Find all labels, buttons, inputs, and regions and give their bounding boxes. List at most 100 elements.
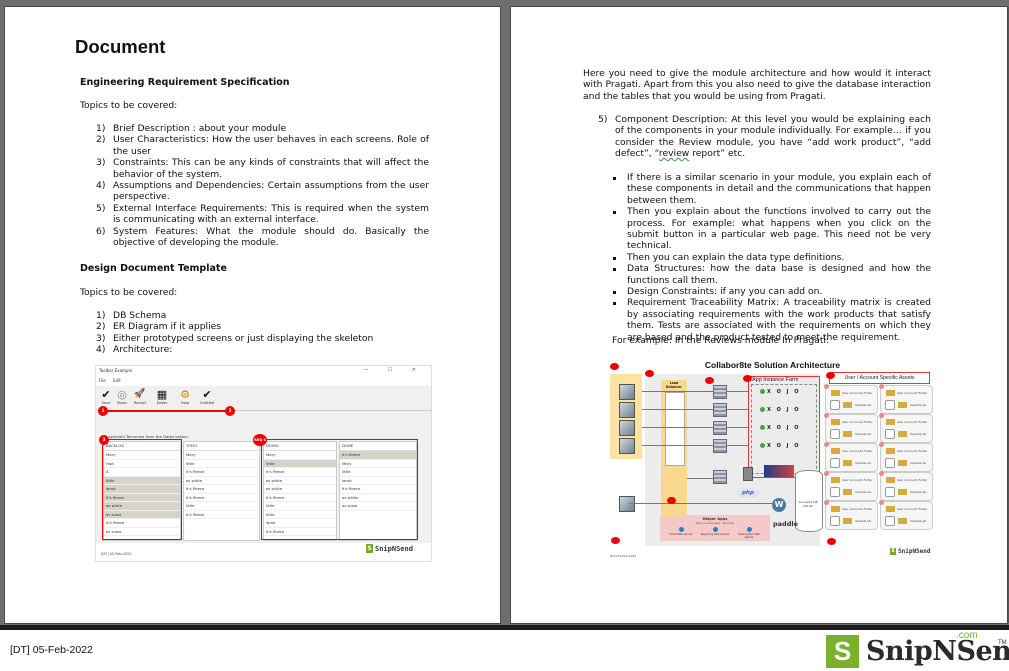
list-item: 1)DB Schema <box>96 310 167 321</box>
annotation-line <box>106 410 231 412</box>
list-item: 4)Architecture: <box>96 344 173 356</box>
req-badge <box>743 375 752 382</box>
server-icon <box>743 467 753 481</box>
xojo-instance: X O J O <box>760 425 800 431</box>
bullet-item: Data Structures: how the data base is de… <box>612 263 931 286</box>
embedded-toolbar-screenshot: Toolbar Example — ☐ ✕ File Edit ✔Save ◎M… <box>95 365 432 562</box>
logo-s-square: S <box>826 635 859 668</box>
database-cylinder-icon <box>795 470 823 532</box>
diagram-title: Collabor8te Solution Architecture <box>704 360 841 370</box>
req-badge <box>667 497 676 504</box>
component-list: 5)Component Description: At this level y… <box>598 114 931 160</box>
snipnsend-mini-logo: S SnipNSend <box>366 544 413 553</box>
video-thumbnail <box>764 465 794 477</box>
web-service-icon <box>712 527 718 532</box>
menu-edit: Edit <box>112 378 121 383</box>
firewall-icon <box>713 421 727 435</box>
scrollbar[interactable] <box>1006 7 1009 623</box>
rocket-icon: 🚀 <box>134 389 146 399</box>
req-badge <box>705 377 714 384</box>
design-intro: Topics to be covered: <box>80 287 178 298</box>
toolbar-save: ✔Save <box>97 388 115 405</box>
paddle-logo: paddle <box>773 520 798 528</box>
status-message: You selected Tomorrow from the Dates but… <box>101 434 190 439</box>
app-instance-farm <box>748 376 820 478</box>
list-item: 3)Either prototyped screens or just disp… <box>96 332 374 344</box>
bullet-item: If there is a similar scenario in your m… <box>612 172 931 206</box>
snipnsend-logo: S SnipNSend .com TM <box>826 630 1009 669</box>
checkmark-icon: ✔ <box>101 388 111 401</box>
web-service-icon <box>678 527 684 532</box>
help-icon: ⚙ <box>180 388 190 401</box>
bullet-item: Design Constraints: if any you can add o… <box>612 286 931 297</box>
list-item: 2)User Characteristics: How the user beh… <box>96 134 429 157</box>
req-badge <box>826 372 835 379</box>
annotation-badge-2: 2 <box>225 406 235 416</box>
menu-bar: File Edit <box>99 378 127 383</box>
bullet-item: Then you explain about the functions inv… <box>612 206 931 252</box>
list-item: 3)Constraints: This can be any kinds of … <box>96 157 429 180</box>
component-bullets: If there is a similar scenario in your m… <box>612 172 931 343</box>
annotation-badge-1: 1 <box>98 406 108 416</box>
design-topic-list: 1)DB Schema 2)ER Diagram if it applies 3… <box>96 310 429 356</box>
annotation-badge-3: 3 <box>99 435 109 445</box>
list-item: 5)Component Description: At this level y… <box>598 114 931 160</box>
list-item: 5)External Interface Requirements: This … <box>96 202 429 226</box>
client-computer-icon <box>619 384 635 400</box>
req-badge <box>645 370 654 377</box>
annotation-badge-req4: REQ 4 <box>253 434 267 446</box>
client-computer-icon <box>619 402 635 418</box>
toolbar: ✔Save ◎Music 🚀Rocket ▦Dates ⚙Help ✔Untit… <box>96 386 431 411</box>
toolbar-untitled: ✔Untitled <box>199 388 215 405</box>
checkmark-icon: ✔ <box>202 388 212 401</box>
architecture-diagram: Collabor8te Solution Architecture Load B… <box>605 360 940 560</box>
toolbar-help: ⚙Help <box>176 388 194 405</box>
section-heading-design: Design Document Template <box>80 263 227 274</box>
req-badge <box>827 538 836 545</box>
client-computer-icon <box>619 420 635 436</box>
viewer-bottom-border <box>0 625 1009 630</box>
toolbar-music: ◎Music <box>113 388 131 405</box>
architecture-intro: Here you need to give the module archite… <box>583 68 931 102</box>
menu-file: File <box>99 378 106 383</box>
list-item: 1)Brief Description : about your module <box>96 123 287 134</box>
backlog-column: BACKLOG Mary Had A little lamb It's flee… <box>103 441 181 541</box>
doing-column: DOING Mary little It's fleece as white a… <box>263 441 337 541</box>
xojo-instance: X O J O <box>760 389 800 395</box>
req-badge <box>611 537 620 544</box>
ers-intro: Topics to be covered: <box>80 100 178 111</box>
snipnsend-mini-logo: S SnipNSend <box>890 548 931 555</box>
firewall-icon <box>713 439 727 453</box>
diagram-footer-date: [DT] 05-Feb-2022 <box>610 554 637 558</box>
music-icon: ◎ <box>117 388 127 401</box>
web-service-icon <box>746 527 752 532</box>
example-line: For example: In the Reviews module In Pr… <box>612 335 830 346</box>
window-controls: — ☐ ✕ <box>363 367 425 373</box>
logo-wordmark: SnipNSend <box>866 636 1009 667</box>
document-title: Document <box>75 36 166 57</box>
logo-trademark: TM <box>998 640 1007 646</box>
client-computer-icon <box>619 438 635 454</box>
screenshot-footer-date: [DT] 05-Feb-2022 <box>101 552 132 556</box>
done-column: DONE It's fleece Mary little lamb It's f… <box>339 441 417 541</box>
firewall-icon <box>713 470 727 484</box>
list-item: 6)System Features: What the module shoul… <box>96 225 429 249</box>
assets-title: User / Account Specific Assets <box>829 372 930 384</box>
bullet-item: Requirement Traceability Matrix: A trace… <box>612 297 931 343</box>
new-client-computer-icon <box>619 496 635 512</box>
annotation-box-3 <box>102 439 182 540</box>
xojo-instance: X O J O <box>760 407 800 413</box>
php-logo: php <box>737 488 759 498</box>
toolbar-dates: ▦Dates <box>153 388 171 405</box>
ers-topic-list: 1)Brief Description : about your module … <box>96 123 429 248</box>
